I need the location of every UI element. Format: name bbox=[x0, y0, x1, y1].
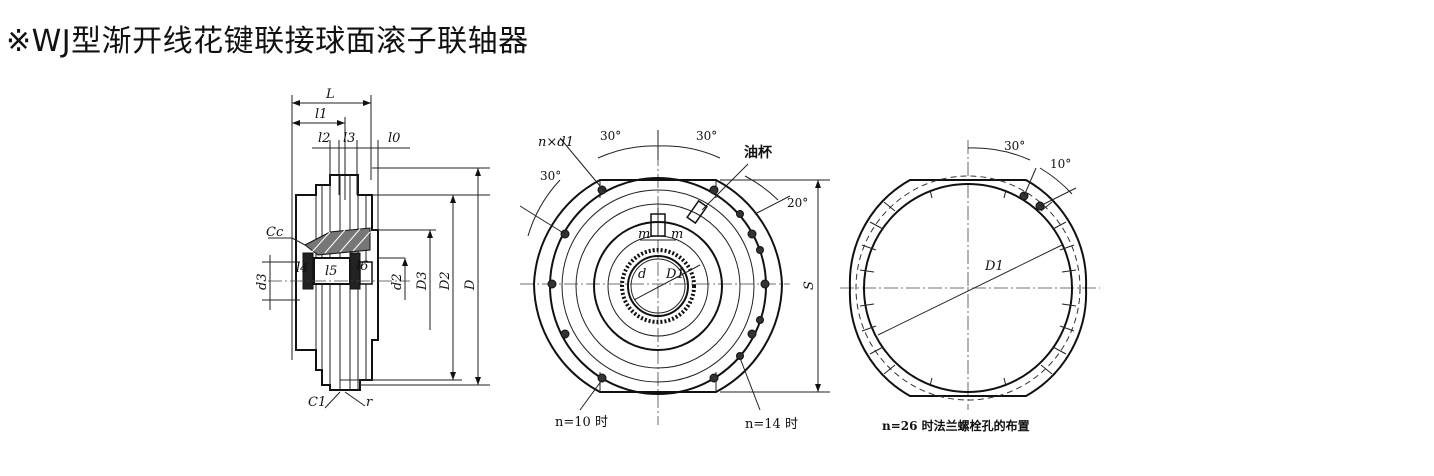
label-Cc: Cc bbox=[266, 225, 284, 240]
label-D1-flange: D1 bbox=[984, 259, 1004, 274]
label-l4: l4 bbox=[296, 261, 308, 276]
label-l5: l5 bbox=[325, 264, 337, 279]
label-l3: l3 bbox=[343, 131, 355, 146]
front-view: n×d1 30° 30° 30° 20° 油杯 m m d D1 S n=10 … bbox=[519, 129, 830, 432]
label-l6: l6 bbox=[356, 259, 368, 274]
label-m-right: m bbox=[671, 227, 683, 242]
label-angle-top-right: 30° bbox=[696, 129, 717, 143]
label-L: L bbox=[325, 87, 335, 102]
label-d2: d2 bbox=[390, 273, 405, 290]
side-section-view: L l1 l2 l3 l0 Cc l4 l5 l6 d3 d2 D3 D2 D … bbox=[255, 87, 490, 410]
label-angle-right: 20° bbox=[787, 196, 808, 210]
label-S: S bbox=[802, 281, 817, 290]
label-angle-left: 30° bbox=[540, 169, 561, 183]
label-D: D bbox=[463, 279, 478, 291]
label-angle-30-flange: 30° bbox=[1004, 139, 1025, 153]
label-nxd1: n×d1 bbox=[538, 135, 574, 150]
caption-n14: n=14 时 bbox=[745, 417, 798, 432]
caption-n10: n=10 时 bbox=[555, 415, 608, 430]
label-d3: d3 bbox=[255, 273, 270, 290]
label-l0: l0 bbox=[388, 131, 400, 146]
label-r: r bbox=[366, 395, 373, 410]
page-title: ※WJ型渐开线花键联接球面滚子联轴器 bbox=[6, 24, 529, 59]
label-C1: C1 bbox=[308, 395, 326, 410]
label-angle-10-flange: 10° bbox=[1050, 157, 1071, 171]
label-angle-top-left: 30° bbox=[600, 129, 621, 143]
label-oil-cup: 油杯 bbox=[744, 144, 773, 161]
label-l1: l1 bbox=[315, 107, 327, 122]
label-D3: D3 bbox=[415, 271, 430, 291]
label-m-left: m bbox=[638, 227, 650, 242]
flange-layout-view: 30° 10° D1 n=26 时法兰螺栓孔的布置 bbox=[840, 139, 1100, 433]
label-l2: l2 bbox=[318, 131, 330, 146]
caption-n26: n=26 时法兰螺栓孔的布置 bbox=[882, 418, 1030, 433]
label-D2: D2 bbox=[438, 271, 453, 291]
label-d: d bbox=[638, 267, 646, 282]
label-D1-front: D1 bbox=[665, 267, 685, 282]
